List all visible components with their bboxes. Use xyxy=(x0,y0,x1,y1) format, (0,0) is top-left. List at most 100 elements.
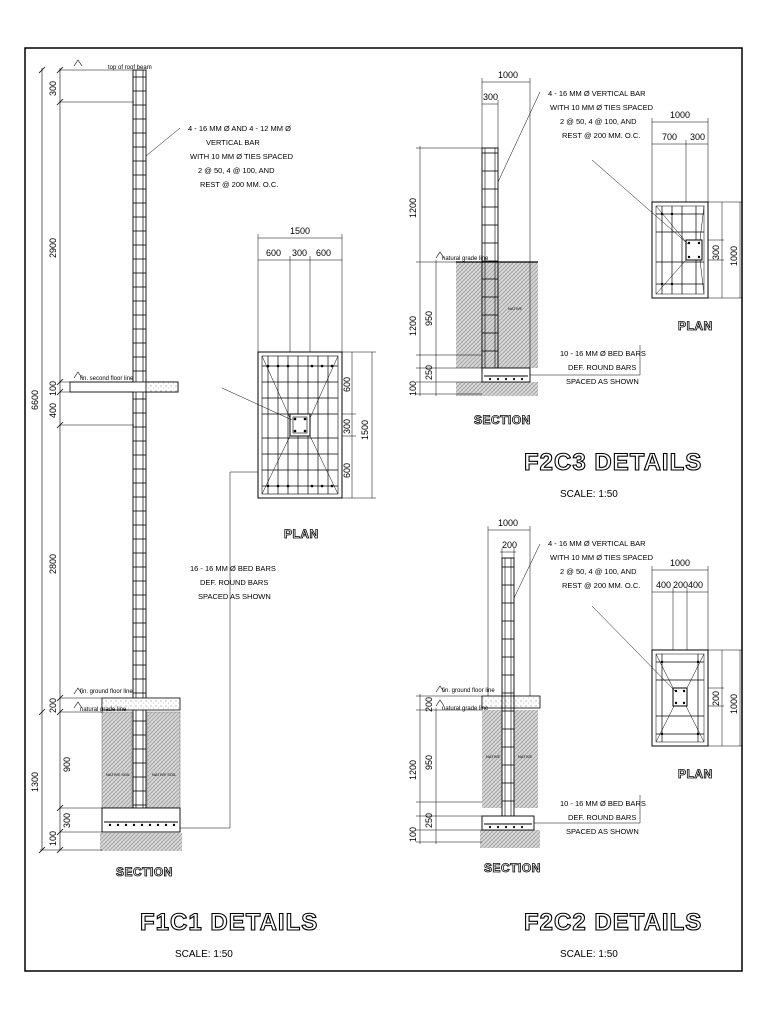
svg-text:natural grade line: natural grade line xyxy=(442,706,489,712)
svg-text:250: 250 xyxy=(424,365,434,380)
f1c1-section: top of roof beam fin. second floor line … xyxy=(30,59,262,854)
dim-2900: 2900 xyxy=(48,238,58,258)
svg-text:WITH 10 MM Ø TIES SPACED: WITH 10 MM Ø TIES SPACED xyxy=(190,152,294,161)
svg-text:DEF. ROUND BARS: DEF. ROUND BARS xyxy=(200,578,268,587)
svg-text:200: 200 xyxy=(673,580,688,590)
dim-300-top: 300 xyxy=(48,81,58,96)
f2c2-scale: SCALE: 1:50 xyxy=(560,949,618,960)
svg-text:100: 100 xyxy=(408,827,418,842)
f1c1-plan-label: PLAN xyxy=(284,527,319,541)
svg-text:WITH 10 MM Ø TIES SPACED: WITH 10 MM Ø TIES SPACED xyxy=(550,103,654,112)
svg-text:16 - 16 MM Ø BED BARS: 16 - 16 MM Ø BED BARS xyxy=(190,564,276,573)
svg-text:natural grade line: natural grade line xyxy=(442,256,489,262)
svg-text:1500: 1500 xyxy=(360,420,370,440)
svg-text:250: 250 xyxy=(424,813,434,828)
top-beam-label: top of roof beam xyxy=(108,65,152,71)
svg-text:10 - 16 MM Ø BED BARS: 10 - 16 MM Ø BED BARS xyxy=(560,349,646,358)
f2c3-section: natural grade line NATIVE 1000 300 1200 … xyxy=(408,70,641,396)
svg-text:1200: 1200 xyxy=(408,760,418,780)
natural-grade-label: natural grade line xyxy=(80,707,127,713)
soil-label-2: NATIVE SOIL xyxy=(152,772,177,777)
svg-text:200: 200 xyxy=(711,691,721,706)
svg-text:REST @ 200 MM. O.C.: REST @ 200 MM. O.C. xyxy=(200,180,278,189)
f2c3-section-label: SECTION xyxy=(474,413,531,427)
f1c1-vertical-note: 4 - 16 MM Ø AND 4 - 12 MM Ø VERTICAL BAR… xyxy=(188,124,294,189)
svg-text:4 - 16 MM Ø AND 4 - 12 MM Ø: 4 - 16 MM Ø AND 4 - 12 MM Ø xyxy=(188,124,291,133)
second-floor-label: fin. second floor line xyxy=(80,376,134,382)
svg-text:300: 300 xyxy=(690,132,705,142)
svg-text:DEF. ROUND BARS: DEF. ROUND BARS xyxy=(568,813,636,822)
soil-label-1: NATIVE SOIL xyxy=(106,772,131,777)
svg-text:300: 300 xyxy=(292,248,307,258)
svg-text:600: 600 xyxy=(316,248,331,258)
svg-text:1000: 1000 xyxy=(498,518,518,528)
f1c1-scale: SCALE: 1:50 xyxy=(175,949,233,960)
svg-text:950: 950 xyxy=(424,311,434,326)
f2c3-title: F2C3 DETAILS xyxy=(524,449,702,476)
svg-text:200: 200 xyxy=(502,540,517,550)
svg-text:1000: 1000 xyxy=(498,70,518,80)
svg-text:NATIVE: NATIVE xyxy=(518,754,532,759)
svg-text:950: 950 xyxy=(424,755,434,770)
dim-900: 900 xyxy=(62,757,72,772)
svg-text:600: 600 xyxy=(342,377,352,392)
svg-text:1200: 1200 xyxy=(408,316,418,336)
svg-text:2 @ 50, 4 @ 100, AND: 2 @ 50, 4 @ 100, AND xyxy=(198,166,275,175)
dim-100-bot: 100 xyxy=(48,831,58,846)
f2c2-plan: 1000 400 200 400 200 1000 xyxy=(591,558,742,747)
f2c2-section-label: SECTION xyxy=(484,861,541,875)
f1c1-bed-note: 16 - 16 MM Ø BED BARS DEF. ROUND BARS SP… xyxy=(190,564,276,601)
svg-text:REST @ 200 MM. O.C.: REST @ 200 MM. O.C. xyxy=(562,581,640,590)
dim-1300: 1300 xyxy=(30,772,40,792)
svg-text:1000: 1000 xyxy=(729,246,739,266)
svg-text:SPACED AS SHOWN: SPACED AS SHOWN xyxy=(566,377,639,386)
f2c3-plan-label: PLAN xyxy=(678,319,713,333)
svg-text:2 @ 50, 4 @ 100, AND: 2 @ 50, 4 @ 100, AND xyxy=(560,117,637,126)
dim-100-mid: 100 xyxy=(48,381,58,396)
svg-text:400: 400 xyxy=(688,580,703,590)
dim-200: 200 xyxy=(48,698,58,713)
svg-text:300: 300 xyxy=(483,92,498,102)
f2c2-title: F2C2 DETAILS xyxy=(524,909,702,936)
f2c2-section: fin. ground floor line natural grade lin… xyxy=(408,518,641,848)
svg-text:1000: 1000 xyxy=(729,694,739,714)
svg-text:100: 100 xyxy=(408,381,418,396)
dim-6600: 6600 xyxy=(30,390,40,410)
svg-text:VERTICAL BAR: VERTICAL BAR xyxy=(206,138,260,147)
dim-300-bot: 300 xyxy=(62,813,72,828)
svg-text:NATIVE: NATIVE xyxy=(486,754,500,759)
svg-text:300: 300 xyxy=(342,419,352,434)
svg-text:10 - 16 MM Ø BED BARS: 10 - 16 MM Ø BED BARS xyxy=(560,799,646,808)
svg-text:600: 600 xyxy=(342,463,352,478)
svg-text:fin. ground floor line: fin. ground floor line xyxy=(442,688,495,694)
ground-floor-label: fin. ground floor line xyxy=(80,689,133,695)
f2c3-vertical-note: 4 - 16 MM Ø VERTICAL BAR WITH 10 MM Ø TI… xyxy=(548,89,654,140)
svg-text:700: 700 xyxy=(662,132,677,142)
svg-text:300: 300 xyxy=(711,245,721,260)
dim-400: 400 xyxy=(48,403,58,418)
svg-text:200: 200 xyxy=(424,697,434,712)
f2c2-vertical-note: 4 - 16 MM Ø VERTICAL BAR WITH 10 MM Ø TI… xyxy=(548,539,654,590)
f2c2-bed-note: 10 - 16 MM Ø BED BARS DEF. ROUND BARS SP… xyxy=(560,799,646,836)
svg-text:600: 600 xyxy=(266,248,281,258)
f1c1-plan: 1500 600 300 600 600 300 600 1500 xyxy=(221,226,376,499)
f1c1-title: F1C1 DETAILS xyxy=(140,909,318,936)
svg-text:REST @ 200 MM. O.C.: REST @ 200 MM. O.C. xyxy=(562,131,640,140)
svg-text:1200: 1200 xyxy=(408,198,418,218)
svg-text:1000: 1000 xyxy=(670,110,690,120)
svg-text:2 @ 50, 4 @ 100, AND: 2 @ 50, 4 @ 100, AND xyxy=(560,567,637,576)
f2c3-bed-note: 10 - 16 MM Ø BED BARS DEF. ROUND BARS SP… xyxy=(560,349,646,386)
svg-text:1500: 1500 xyxy=(290,226,310,236)
svg-text:4 - 16 MM Ø VERTICAL BAR: 4 - 16 MM Ø VERTICAL BAR xyxy=(548,539,646,548)
f2c3-scale: SCALE: 1:50 xyxy=(560,489,618,500)
svg-text:WITH 10 MM Ø TIES SPACED: WITH 10 MM Ø TIES SPACED xyxy=(550,553,654,562)
svg-text:400: 400 xyxy=(656,580,671,590)
sheet-border xyxy=(24,47,743,972)
f2c2-plan-label: PLAN xyxy=(678,767,713,781)
f2c3-plan: 1000 700 300 300 1000 xyxy=(591,110,742,299)
svg-text:SPACED AS SHOWN: SPACED AS SHOWN xyxy=(198,592,271,601)
svg-text:SPACED AS SHOWN: SPACED AS SHOWN xyxy=(566,827,639,836)
svg-text:4 - 16 MM Ø VERTICAL BAR: 4 - 16 MM Ø VERTICAL BAR xyxy=(548,89,646,98)
svg-text:NATIVE: NATIVE xyxy=(508,306,522,311)
